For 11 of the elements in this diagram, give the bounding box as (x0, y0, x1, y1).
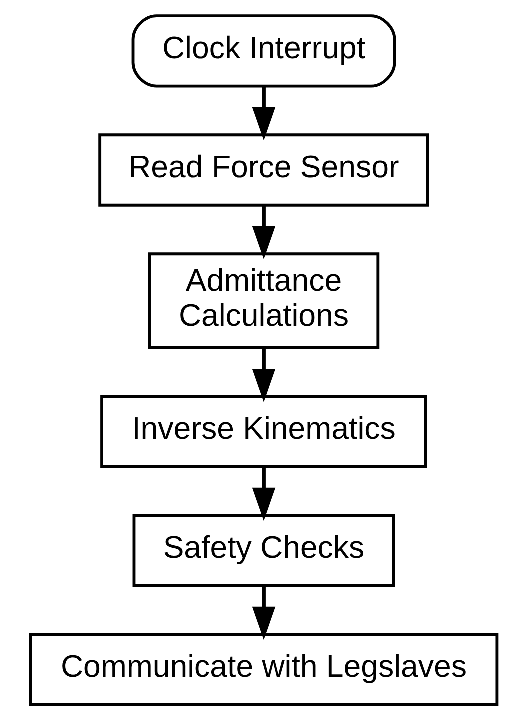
node-box: Read Force Sensor (98, 134, 429, 207)
arrow (252, 348, 276, 402)
arrow (252, 206, 276, 260)
node-box: Communicate with Legslaves (28, 633, 498, 706)
node-box: Safety Checks (132, 514, 395, 588)
arrow (252, 86, 276, 141)
node-box: Clock Interrupt (131, 14, 396, 88)
arrow (252, 586, 276, 640)
arrow (252, 467, 276, 522)
node-box: Admittance Calculations (148, 252, 380, 350)
node-box: Inverse Kinematics (100, 395, 427, 468)
